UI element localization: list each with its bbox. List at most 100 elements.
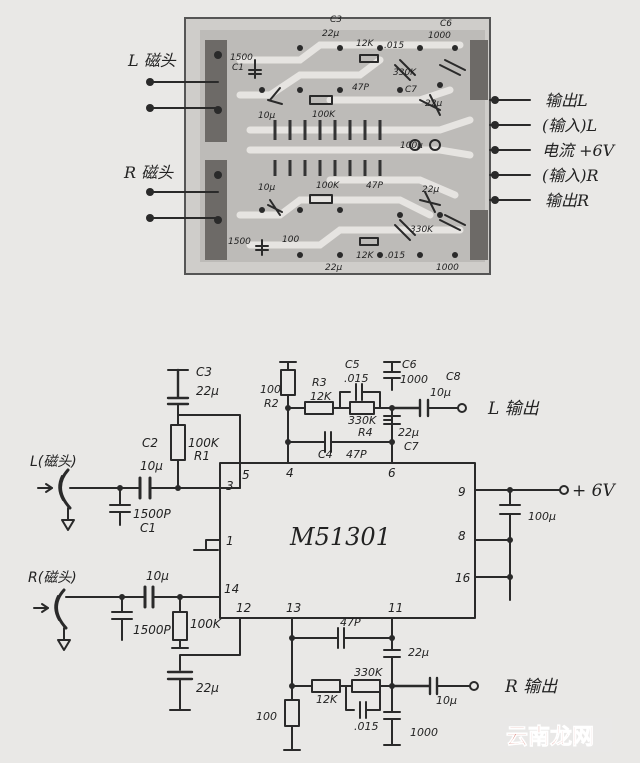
pcb-part-label: 22μ <box>425 99 442 109</box>
schematic: M51301 3 5 4 6 9 1 8 14 16 12 13 11 <box>28 358 616 751</box>
right-head-label: R(磁头) <box>28 570 77 586</box>
ic-pin: 6 <box>388 466 396 480</box>
part-label: 12K <box>316 693 338 706</box>
ic-pin: 16 <box>455 571 471 585</box>
pcb-part-label: C7 <box>405 85 417 95</box>
part-label: 22μ <box>196 681 219 695</box>
part-label: 1000 <box>400 373 428 386</box>
left-head-symbol <box>37 468 75 531</box>
part-label: 12K <box>310 390 332 403</box>
pcb-part-label: 47P <box>352 83 369 93</box>
pcb-part-label: 22μ <box>322 29 339 39</box>
ic-pin: 11 <box>388 601 403 615</box>
pcb-part-label: 10μ <box>258 111 275 121</box>
ic-pin: 12 <box>236 601 251 615</box>
part-label: .015 <box>344 372 369 385</box>
part-label: 47P <box>340 616 361 629</box>
pcb-terminal-label: 输出L <box>545 91 588 110</box>
pcb-part-label: 47P <box>366 181 383 191</box>
part-label: 100μ <box>528 510 556 523</box>
part-label: C2 <box>142 436 158 450</box>
left-head-label: L(磁头) <box>30 454 77 470</box>
ic-pin: 8 <box>458 529 466 543</box>
left-output-label: L 输出 <box>487 399 540 419</box>
pcb-left-head-label: L 磁头 <box>127 51 177 70</box>
pcb-part-label: C3 <box>330 15 342 25</box>
part-label: 47P <box>346 448 367 461</box>
part-label: C5 <box>345 358 360 371</box>
part-label: 1500P <box>133 507 172 521</box>
part-label: C6 <box>402 358 417 371</box>
pcb-part-label: 1500 <box>230 53 253 63</box>
ic-name: M51301 <box>289 523 391 551</box>
ic-pin: 14 <box>224 582 239 596</box>
pcb-pad-block <box>205 160 227 260</box>
part-label: 10μ <box>430 386 451 399</box>
pcb-part-label: 10μ <box>258 183 275 193</box>
right-output-label: R 输出 <box>504 677 558 697</box>
pcb-part-label: 330K <box>393 68 417 78</box>
pcb-part-label: 100K <box>316 181 340 191</box>
part-label: 10μ <box>140 459 163 473</box>
pcb-part-label: 22μ <box>422 185 439 195</box>
part-label: 10μ <box>146 569 169 583</box>
part-label: R2 <box>264 397 279 410</box>
pcb-right-head-label: R 磁头 <box>123 163 174 182</box>
ic-pin: 3 <box>226 479 234 493</box>
part-label: 10μ <box>436 694 457 707</box>
part-label: 100 <box>256 710 277 723</box>
part-label: 100K <box>190 617 222 631</box>
pcb-part-label: C1 <box>232 63 244 73</box>
pcb-part-label: 1500 <box>228 237 251 247</box>
part-label: 100K <box>188 436 220 450</box>
ic-pin: 1 <box>226 534 234 548</box>
pcb-part-label: 12K <box>356 251 374 261</box>
part-label: R4 <box>358 426 373 439</box>
part-label: 22μ <box>398 426 419 439</box>
pcb-part-label: 12K <box>356 39 374 49</box>
supply-label: + 6V <box>572 481 616 501</box>
ic-pin: 13 <box>286 601 301 615</box>
part-label: C4 <box>318 448 333 461</box>
pcb-terminal-label: 输出R <box>545 191 589 210</box>
pcb-pad-block <box>205 40 227 142</box>
pcb-part-label: 22μ <box>325 263 342 273</box>
part-label: C7 <box>404 440 419 453</box>
part-label: R1 <box>194 449 210 463</box>
pcb-part-label: 1000 <box>428 31 451 41</box>
watermark: 云南龙网 <box>506 725 594 750</box>
ic-pin: 4 <box>286 466 294 480</box>
right-head-symbol <box>33 588 71 651</box>
pcb-part-label: 100K <box>312 110 336 120</box>
part-label: 330K <box>354 666 383 679</box>
pcb-part-label: C6 <box>440 19 452 29</box>
pcb-part-label: .015 <box>384 41 404 51</box>
ic-pin: 5 <box>242 468 250 482</box>
part-label: C1 <box>140 521 156 535</box>
pcb-terminal-label: 电流 +6V <box>542 141 616 160</box>
part-label: 1500P <box>133 623 172 637</box>
pcb-layout: L 磁头 R 磁头 输出L (输入)L 电流 +6V (输入)R 输出R C3 … <box>123 15 616 275</box>
watermark-box <box>500 718 612 752</box>
pcb-part-label: 100 <box>282 235 299 245</box>
part-label: C8 <box>446 370 461 383</box>
part-label: .015 <box>354 720 379 733</box>
part-label: C3 <box>196 365 212 379</box>
pcb-part-label: 330K <box>410 225 434 235</box>
pcb-terminal-label: (输入)L <box>542 116 597 135</box>
pcb-part-label: 1000 <box>436 263 459 273</box>
part-label: 100 <box>260 383 281 396</box>
ic-pin: 9 <box>458 485 466 499</box>
pcb-pad-block <box>470 40 488 100</box>
pcb-terminal-label: (输入)R <box>542 166 599 185</box>
pcb-part-label: 100μ <box>400 141 423 151</box>
pcb-pad-block <box>470 210 488 260</box>
part-label: 22μ <box>196 384 219 398</box>
part-label: 1000 <box>410 726 438 739</box>
pcb-part-label: .015 <box>385 251 405 261</box>
part-label: R3 <box>312 376 327 389</box>
part-label: 22μ <box>408 646 429 659</box>
part-label: 330K <box>348 414 377 427</box>
